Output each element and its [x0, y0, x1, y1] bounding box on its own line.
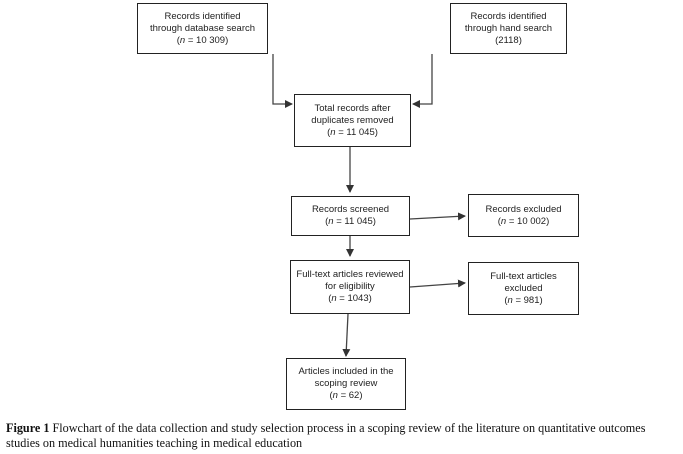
box-fulltext-reviewed: Full-text articles reviewed for eligibil… [290, 260, 410, 314]
n-label: n [500, 215, 507, 227]
arrow-fulltext-to-included [342, 313, 351, 357]
box-total-records: Total records after duplicates removed (… [294, 94, 411, 147]
n-label: n [507, 294, 513, 306]
box-fulltext-excluded: Full-text articles excluded (n = 981) [468, 262, 579, 315]
box-line: Articles included in the [298, 366, 394, 377]
caption-text: Flowchart of the data collection and stu… [6, 421, 646, 450]
box-hand-search: Records identified through hand search (… [450, 3, 567, 54]
n-label: n [328, 216, 334, 227]
box-line: Total records after [314, 102, 391, 114]
box-line: for eligibility [325, 281, 375, 292]
n-label: n [179, 34, 186, 46]
n-value: = 10 309 [187, 34, 226, 46]
box-line: scoping review [314, 378, 378, 389]
figure-caption: Figure 1 Flowchart of the data collectio… [6, 421, 678, 451]
n-label: n [330, 126, 336, 138]
arrow-db-to-total [272, 54, 293, 108]
box-line: through database search [149, 22, 256, 34]
box-line: Records identified [470, 10, 547, 22]
count-line: (n = 981) [504, 294, 543, 306]
box-line: Full-text articles [490, 270, 557, 282]
box-line: duplicates removed [311, 114, 394, 126]
count-line: (n = 10 309) [176, 34, 229, 46]
n-value: (2118) [495, 34, 522, 46]
n-value: = 11 045 [336, 216, 373, 227]
box-line: Records identified [164, 10, 241, 22]
box-records-excluded: Records excluded (n = 10 002) [468, 194, 579, 237]
caption-label: Figure 1 [6, 421, 50, 435]
count-line: (n = 1043) [328, 293, 372, 304]
n-value: = 1043 [339, 293, 369, 304]
box-articles-included: Articles included in the scoping review … [286, 358, 406, 410]
box-database-search: Records identified through database sear… [137, 3, 268, 54]
count-line: (n = 11 045) [325, 216, 376, 227]
count-line: (n = 10 002) [497, 215, 550, 227]
box-line: Records screened [311, 204, 390, 215]
n-value: = 62 [340, 390, 360, 401]
n-value: = 981 [515, 294, 540, 306]
box-line: Full-text articles reviewed [296, 269, 404, 280]
box-line: through hand search [464, 22, 553, 34]
n-value: = 11 045 [338, 126, 375, 138]
box-line: excluded [504, 282, 543, 294]
arrow-fulltext-to-ft-excluded [409, 279, 466, 288]
arrow-hand-to-total [412, 54, 433, 108]
n-value: = 10 002 [508, 215, 547, 227]
arrow-screened-to-excluded [409, 212, 466, 221]
count-line: (n = 11 045) [327, 126, 378, 138]
box-line: Records excluded [485, 203, 562, 215]
count-line: (n = 62) [329, 390, 363, 401]
box-records-screened: Records screened (n = 11 045) [291, 196, 410, 236]
n-label: n [332, 390, 338, 401]
n-label: n [331, 293, 337, 304]
